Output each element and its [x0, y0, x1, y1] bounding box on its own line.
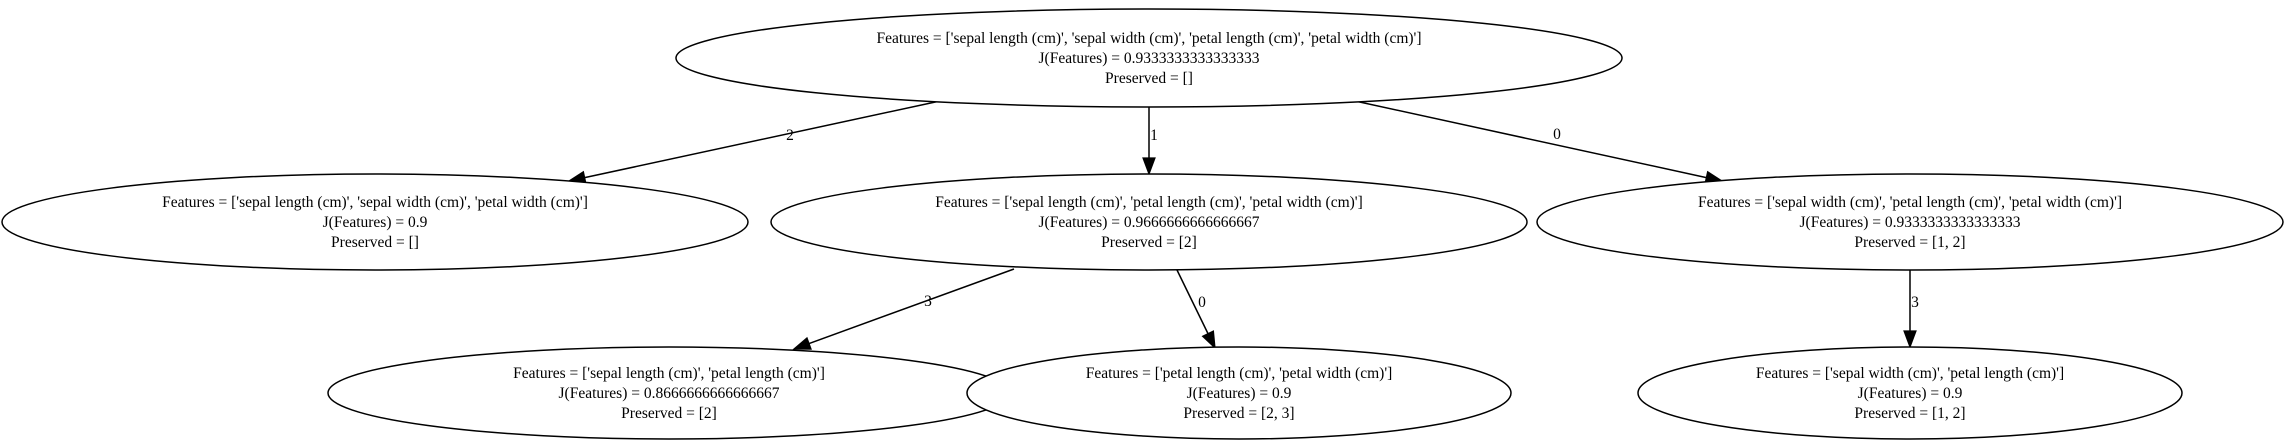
- edge-label: 0: [1198, 294, 1206, 311]
- node-features-text: Features = ['sepal length (cm)', 'petal …: [935, 194, 1363, 211]
- tree-edge-root-to-n_remove2: 2: [567, 100, 941, 185]
- edge-line: [808, 268, 1015, 345]
- edge-label: 0: [1553, 126, 1561, 143]
- tree-edge-n_remove1-to-n_remove1_3: 3: [792, 268, 1015, 350]
- node-features-text: Features = ['sepal width (cm)', 'petal l…: [1698, 194, 2122, 211]
- tree-edge-root-to-n_remove0: 0: [1354, 100, 1724, 185]
- node-ellipse: [1, 173, 749, 271]
- node-score-text: J(Features) = 0.8666666666666667: [559, 385, 780, 402]
- edge-line: [1176, 269, 1209, 334]
- node-score-text: J(Features) = 0.9333333333333333: [1039, 50, 1260, 67]
- tree-node-n_remove2: Features = ['sepal length (cm)', 'sepal …: [1, 173, 749, 271]
- tree-node-n_remove1: Features = ['sepal length (cm)', 'petal …: [770, 173, 1528, 271]
- arrowhead: [792, 336, 812, 350]
- node-score-text: J(Features) = 0.9333333333333333: [1800, 214, 2021, 231]
- node-preserved-text: Preserved = [2]: [621, 405, 717, 422]
- node-features-text: Features = ['sepal length (cm)', 'petal …: [513, 365, 825, 382]
- node-ellipse: [1536, 173, 2284, 271]
- arrowhead: [1142, 157, 1156, 176]
- node-preserved-text: Preserved = [2]: [1101, 234, 1197, 251]
- node-score-text: J(Features) = 0.9666666666666667: [1039, 214, 1260, 231]
- node-ellipse: [770, 173, 1528, 271]
- edge-label: 3: [1911, 294, 1919, 311]
- arrowhead: [1903, 330, 1917, 349]
- tree-edge-n_remove0-to-n_remove0_3: 3: [1903, 270, 1919, 349]
- node-score-text: J(Features) = 0.9: [323, 214, 428, 231]
- tree-edge-root-to-n_remove1: 1: [1142, 107, 1158, 176]
- node-preserved-text: Preserved = [1, 2]: [1854, 234, 1965, 251]
- edge-line: [584, 100, 941, 179]
- arrowhead: [1201, 330, 1216, 350]
- node-ellipse: [675, 8, 1623, 108]
- node-preserved-text: Preserved = [1, 2]: [1854, 405, 1965, 422]
- node-features-text: Features = ['sepal length (cm)', 'sepal …: [162, 194, 588, 211]
- node-score-text: J(Features) = 0.9: [1858, 385, 1963, 402]
- node-features-text: Features = ['petal length (cm)', 'petal …: [1086, 365, 1393, 382]
- tree-node-root: Features = ['sepal length (cm)', 'sepal …: [675, 8, 1623, 108]
- node-features-text: Features = ['sepal length (cm)', 'sepal …: [877, 30, 1422, 47]
- tree-node-n_remove1_3: Features = ['sepal length (cm)', 'petal …: [327, 346, 1011, 440]
- node-score-text: J(Features) = 0.9: [1187, 385, 1292, 402]
- edge-label: 1: [1150, 127, 1158, 144]
- node-preserved-text: Preserved = []: [331, 234, 419, 251]
- node-ellipse: [966, 346, 1512, 440]
- tree-node-n_remove0: Features = ['sepal width (cm)', 'petal l…: [1536, 173, 2284, 271]
- node-ellipse: [1637, 346, 2183, 440]
- nodes-layer: Features = ['sepal length (cm)', 'sepal …: [1, 8, 2284, 440]
- tree-edge-n_remove1-to-n_remove1_0: 0: [1176, 269, 1216, 350]
- node-features-text: Features = ['sepal width (cm)', 'petal l…: [1756, 365, 2064, 382]
- edge-label: 2: [786, 127, 794, 144]
- tree-node-n_remove1_0: Features = ['petal length (cm)', 'petal …: [966, 346, 1512, 440]
- node-preserved-text: Preserved = []: [1105, 70, 1193, 87]
- edges-layer: 2 1 0 3 0 3: [567, 100, 1919, 350]
- tree-node-n_remove0_3: Features = ['sepal width (cm)', 'petal l…: [1637, 346, 2183, 440]
- edge-label: 3: [924, 293, 932, 310]
- edge-line: [1354, 100, 1707, 179]
- node-preserved-text: Preserved = [2, 3]: [1183, 405, 1294, 422]
